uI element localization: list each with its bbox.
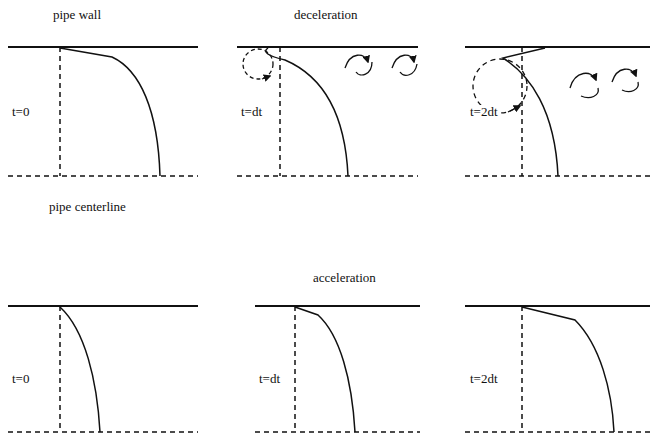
text-label: pipe wall <box>52 8 102 22</box>
text-label: t=2dt <box>469 105 499 119</box>
text-label: t=0 <box>11 105 30 119</box>
text-label: deceleration <box>293 8 359 22</box>
text-label: t=2dt <box>469 372 499 386</box>
text-label: t=0 <box>11 372 30 386</box>
text-label: pipe centerline <box>48 200 127 214</box>
text-label: acceleration <box>312 271 377 285</box>
text-label: t=dt <box>240 105 263 119</box>
text-label: t=dt <box>258 372 281 386</box>
